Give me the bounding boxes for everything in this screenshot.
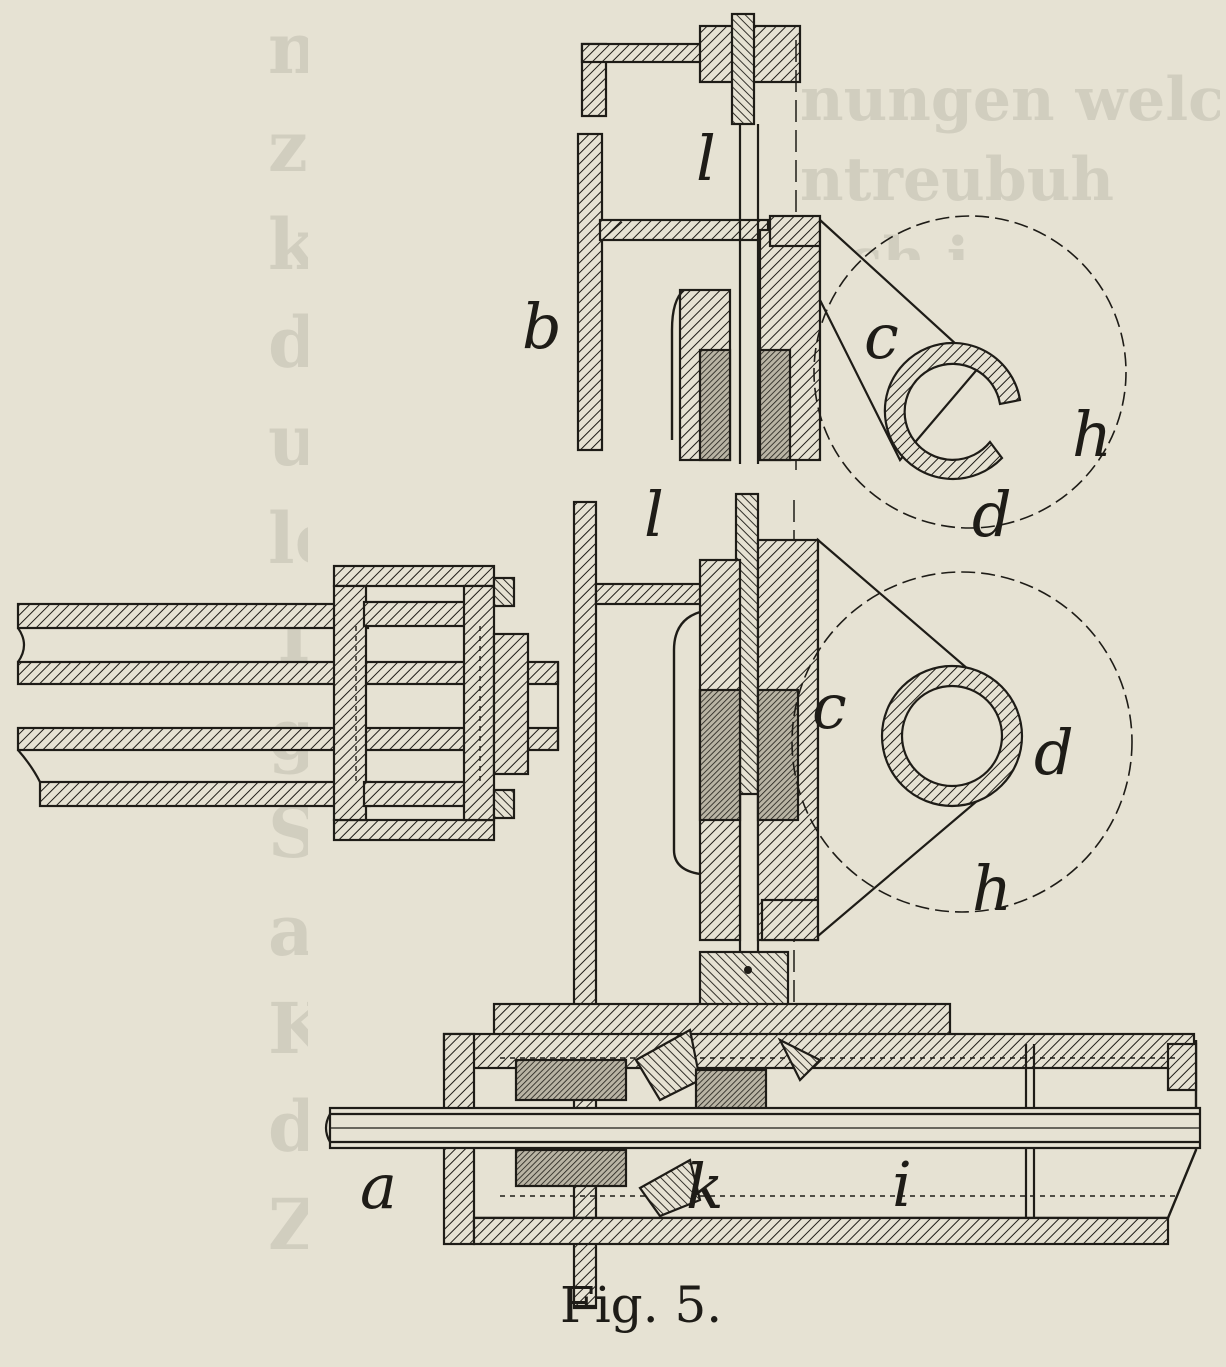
upper-assembly: [670, 214, 1127, 529]
label-l-top: l: [696, 122, 716, 195]
label-b: b: [522, 290, 562, 363]
gear-box: [324, 1002, 1202, 1246]
label-h-upper: h: [1072, 398, 1112, 471]
label-l-mid: l: [644, 478, 664, 551]
label-i: i: [892, 1148, 912, 1221]
label-c-lower: c: [812, 670, 847, 743]
label-k: k: [686, 1150, 724, 1223]
bleed-through-left: naudiu zumfut kaunto dem Zu und wi lefdi…: [268, 7, 308, 1266]
figure-caption: Fig. 5.: [560, 1276, 723, 1334]
lower-assembly: [672, 537, 1133, 942]
horizontal-pipe: [16, 564, 560, 842]
label-d-upper: d: [972, 478, 1012, 551]
label-a: a: [360, 1150, 397, 1223]
label-c-upper: c: [864, 300, 899, 373]
label-h-lower: h: [972, 852, 1012, 925]
shaft-collar: [698, 950, 790, 1010]
bleed-through-right: nungen welche die Zufuhr ntreubuh lich i: [800, 65, 1220, 260]
label-d-lower: d: [1034, 716, 1074, 789]
